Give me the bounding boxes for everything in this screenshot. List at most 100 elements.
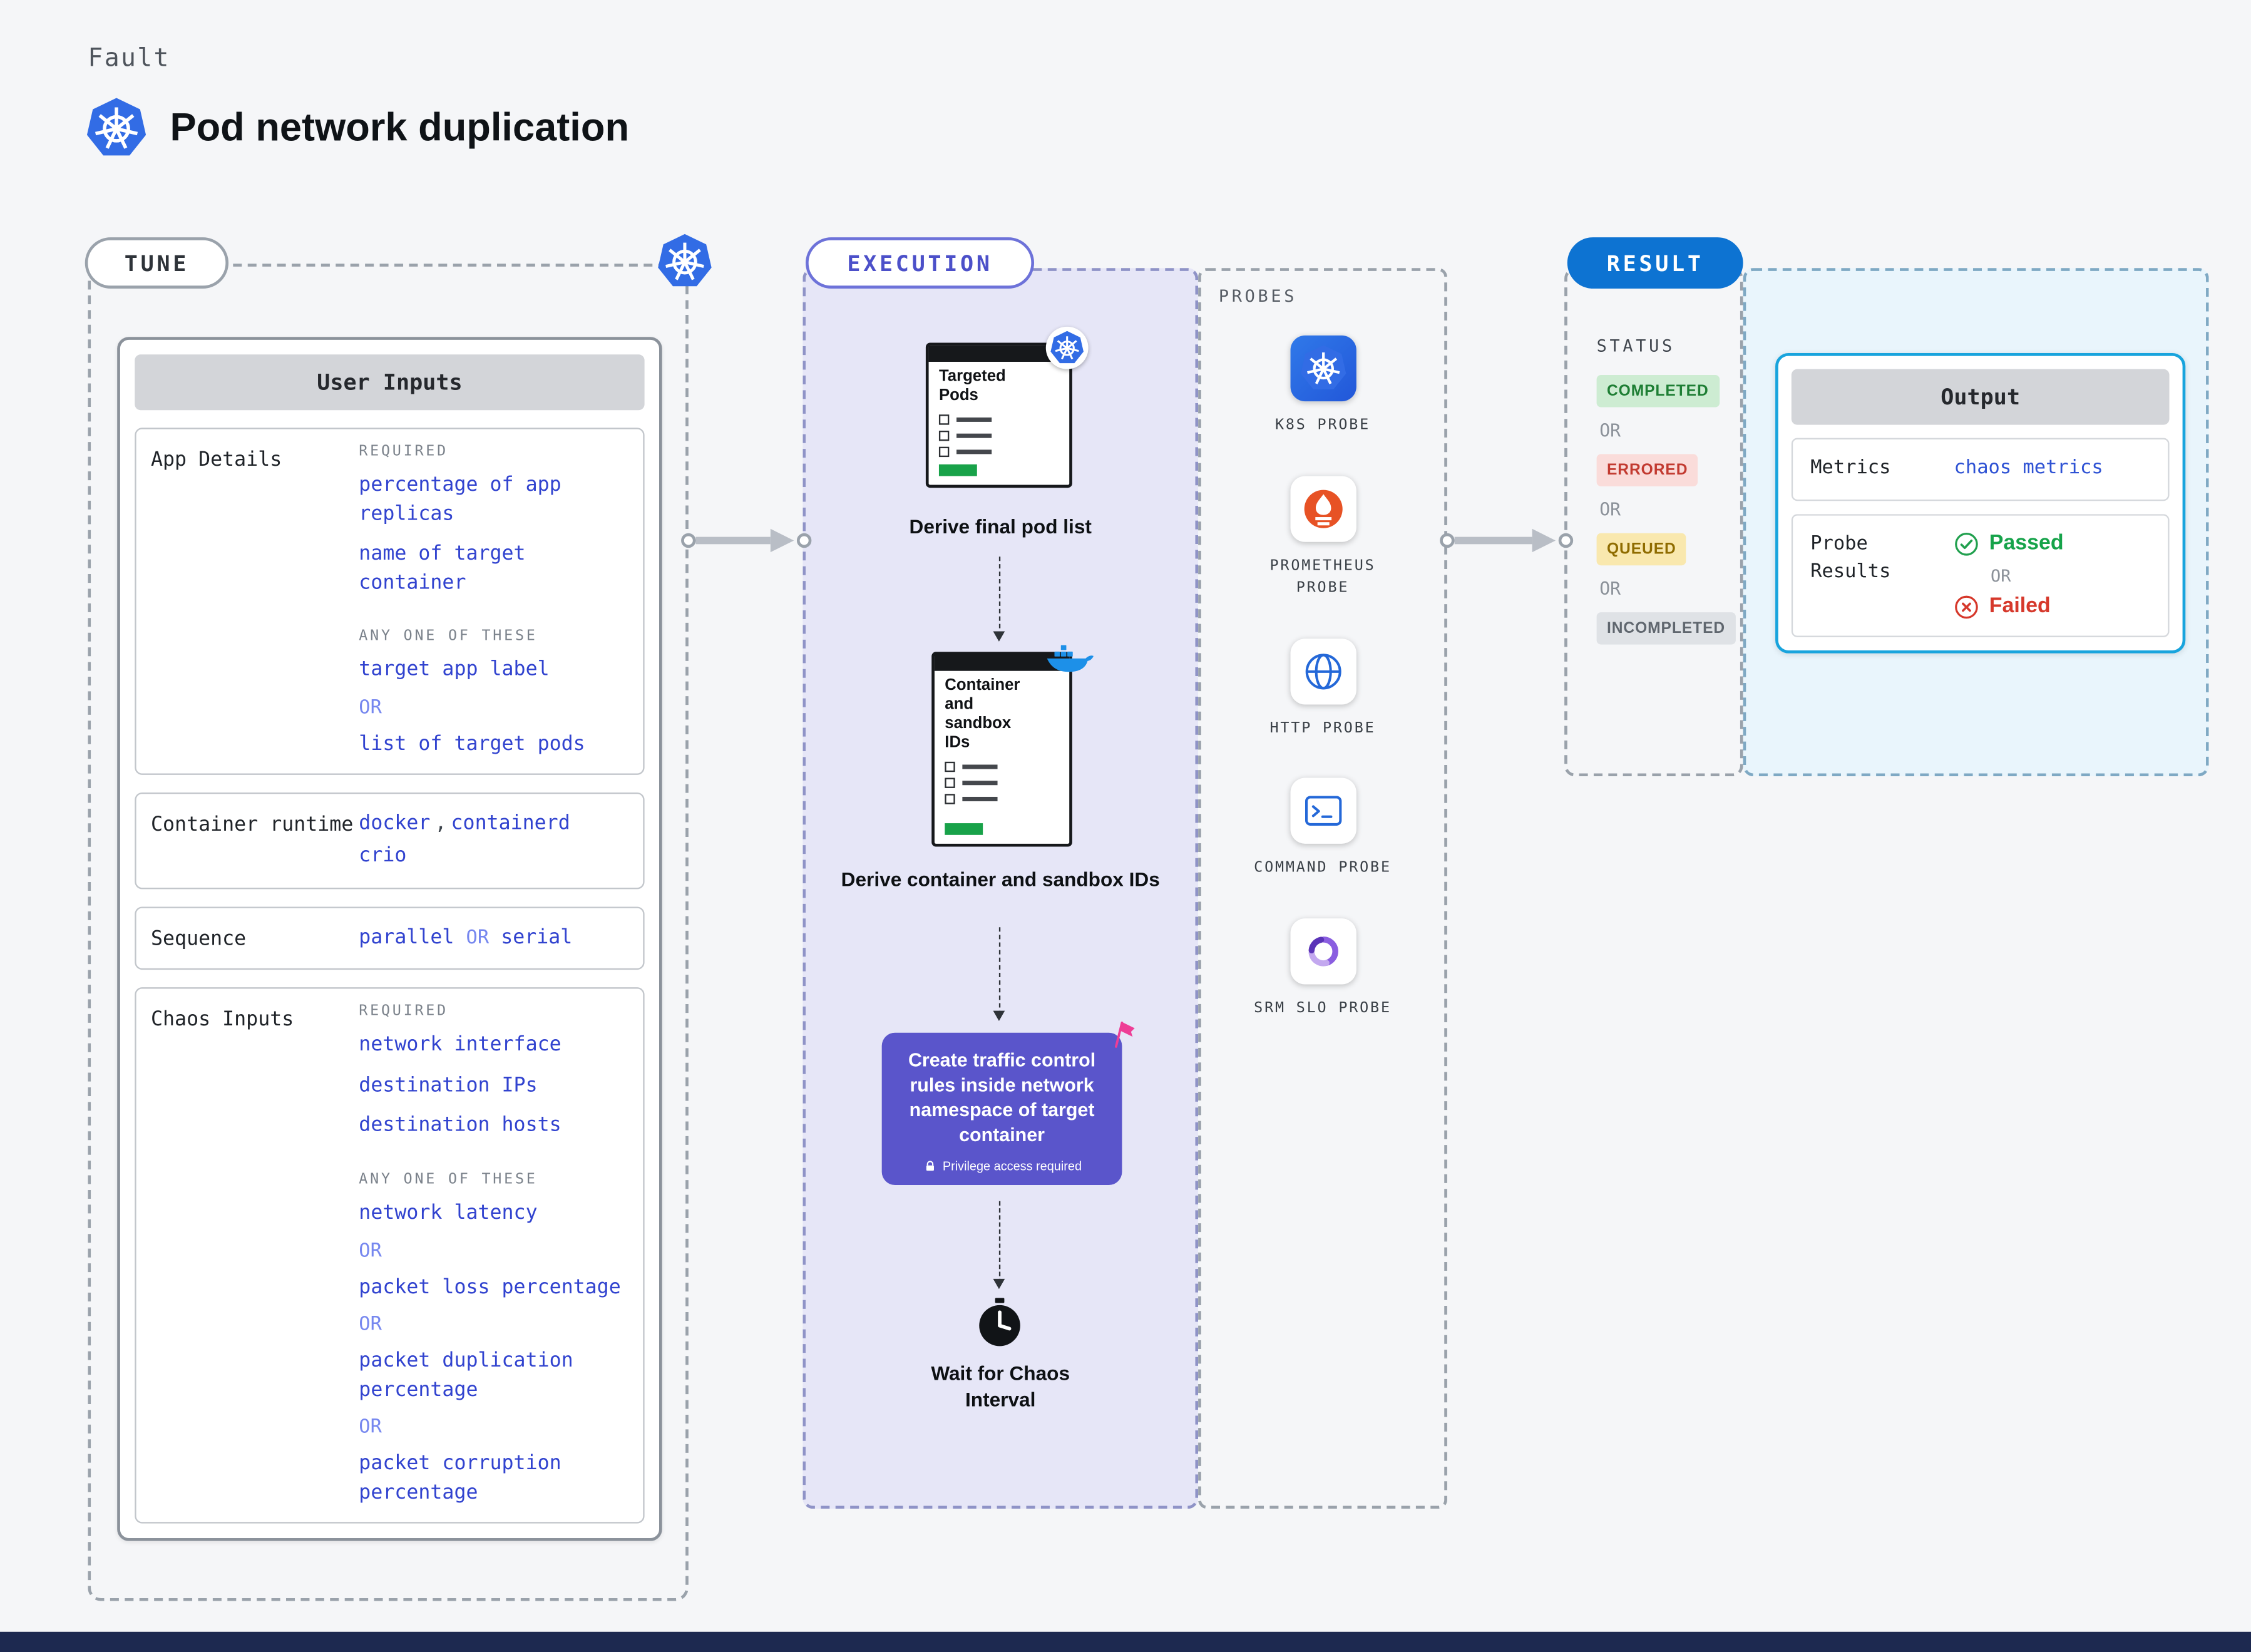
required-label: REQUIRED (359, 1003, 448, 1020)
probe-label: SRM SLO PROBE (1254, 1000, 1392, 1016)
sequence-value: serial (501, 925, 573, 949)
tune-section: User Inputs App Details REQUIRED percent… (88, 264, 689, 1601)
step-caption: Create traffic control rules inside netw… (908, 1049, 1096, 1146)
sequence-value: parallel (359, 925, 454, 949)
input-value: network latency (359, 1201, 538, 1225)
failed-label: Failed (1989, 595, 2051, 619)
or-separator: OR (1599, 499, 1621, 520)
execution-section: Targeted Pods Derive final pod list Cont… (802, 268, 1199, 1509)
or-separator: OR (1599, 420, 1621, 441)
metrics-value: chaos metrics (1954, 457, 2103, 480)
execution-pill: EXECUTION (806, 237, 1035, 289)
status-badge: ERRORED (1596, 454, 1698, 486)
user-inputs-header: User Inputs (135, 354, 645, 411)
doc-checklist-row (945, 777, 1069, 788)
probe-item: SRM SLO PROBE (1254, 918, 1392, 1020)
kubernetes-icon (656, 233, 713, 290)
bottom-edge-bar (0, 1631, 2251, 1652)
input-value: packet corruption percentage (359, 1452, 561, 1504)
input-value: percentage of app replicas (359, 473, 561, 526)
privilege-note: Privilege access required (895, 1158, 1109, 1172)
probe-label: COMMAND PROBE (1254, 859, 1392, 876)
doc-progress-bar (938, 464, 977, 476)
kubernetes-icon (85, 96, 148, 160)
document-header-bar (934, 654, 1070, 671)
output-card: Output Metrics chaos metrics Probe Resul… (1775, 352, 2186, 654)
doc-checklist-row (945, 761, 1069, 772)
result-pill: RESULT (1567, 237, 1743, 289)
docker-badge-icon (1047, 645, 1094, 672)
page-header: Pod network duplication (85, 96, 629, 160)
or-separator: OR (359, 1240, 382, 1263)
chaos-inputs-label: Chaos Inputs (151, 1008, 294, 1032)
page-title: Pod network duplication (170, 105, 630, 150)
probe-results-values: Passed OR Failed (1954, 531, 2064, 619)
flow-connector (992, 927, 1005, 1021)
app-details-section: App Details REQUIRED percentage of app r… (135, 428, 645, 776)
step-caption: Wait for Chaos Interval (931, 1362, 1070, 1410)
http-probe-globe-icon (1290, 638, 1356, 704)
flow-arrow-icon (681, 528, 812, 553)
probe-label: HTTP PROBE (1269, 720, 1376, 736)
or-separator: OR (359, 1417, 382, 1439)
sequence-section: Sequence parallel OR serial (135, 906, 645, 970)
targeted-pods-document: Targeted Pods (925, 326, 1089, 488)
fault-eyebrow: Fault (88, 44, 170, 73)
step-caption: Derive container and sandbox IDs (841, 868, 1160, 891)
status-list: COMPLETED OR ERRORED OR QUEUED OR INCOMP… (1596, 375, 1740, 645)
srm-slo-probe-icon (1290, 918, 1356, 984)
or-separator: OR (1599, 578, 1621, 600)
document-title: Targeted Pods (938, 367, 1006, 404)
probes-section: PROBES K8S PROBE PROMETHEUS PROBE HTTP P… (1198, 268, 1447, 1509)
required-label: REQUIRED (359, 444, 448, 460)
check-circle-icon (1954, 532, 1978, 556)
prometheus-probe-icon (1290, 475, 1356, 541)
privilege-text: Privilege access required (942, 1157, 1082, 1173)
traffic-control-step: Create traffic control rules inside netw… (881, 1021, 1136, 1185)
user-inputs-card: User Inputs App Details REQUIRED percent… (117, 337, 662, 1542)
input-value: target app label (359, 658, 550, 682)
or-separator: OR (1991, 565, 2011, 586)
or-separator: OR (359, 697, 382, 719)
container-runtime-label: Container runtime (151, 813, 354, 838)
any-one-label: ANY ONE OF THESE (359, 628, 538, 645)
runtime-value: containerd (451, 812, 570, 836)
step-caption: Derive final pod list (909, 515, 1092, 538)
probe-label: PROMETHEUS PROBE (1269, 557, 1376, 597)
runtime-separator: , (434, 812, 447, 836)
input-value: packet duplication percentage (359, 1349, 573, 1402)
lock-icon (925, 1160, 934, 1171)
input-value: name of target container (359, 542, 526, 595)
probes-title: PROBES (1218, 285, 1298, 307)
status-section: STATUS COMPLETED OR ERRORED OR QUEUED OR… (1564, 268, 1743, 777)
passed-label: Passed (1989, 532, 2064, 556)
probe-results-label: Probe Results (1810, 533, 1891, 583)
doc-checklist-row (938, 446, 1069, 457)
failed-result: Failed (1954, 595, 2064, 620)
runtime-value: crio (359, 843, 407, 868)
input-value: network interface (359, 1033, 561, 1057)
doc-checklist-row (945, 793, 1069, 804)
container-ids-document: Container and sandbox IDs (931, 645, 1094, 847)
input-value: destination hosts (359, 1114, 561, 1137)
probe-item: PROMETHEUS PROBE (1241, 475, 1405, 600)
metrics-row: Metrics chaos metrics (1791, 438, 2170, 501)
sequence-label: Sequence (151, 926, 247, 950)
flow-connector (992, 1201, 1005, 1290)
clock-icon (974, 1296, 1025, 1348)
probe-label: K8S PROBE (1274, 417, 1371, 434)
probe-item: K8S PROBE (1274, 335, 1371, 438)
doc-progress-bar (945, 823, 983, 835)
status-title: STATUS (1596, 335, 1675, 356)
status-badge: QUEUED (1596, 533, 1687, 566)
kubernetes-badge-icon (1045, 326, 1089, 369)
input-value: destination IPs (359, 1074, 538, 1097)
tune-pill: TUNE (85, 237, 229, 289)
input-value: list of target pods (359, 732, 585, 756)
chaos-inputs-section: Chaos Inputs REQUIRED network interface … (135, 988, 645, 1524)
probe-item: HTTP PROBE (1270, 638, 1376, 740)
or-separator: OR (359, 1314, 382, 1336)
